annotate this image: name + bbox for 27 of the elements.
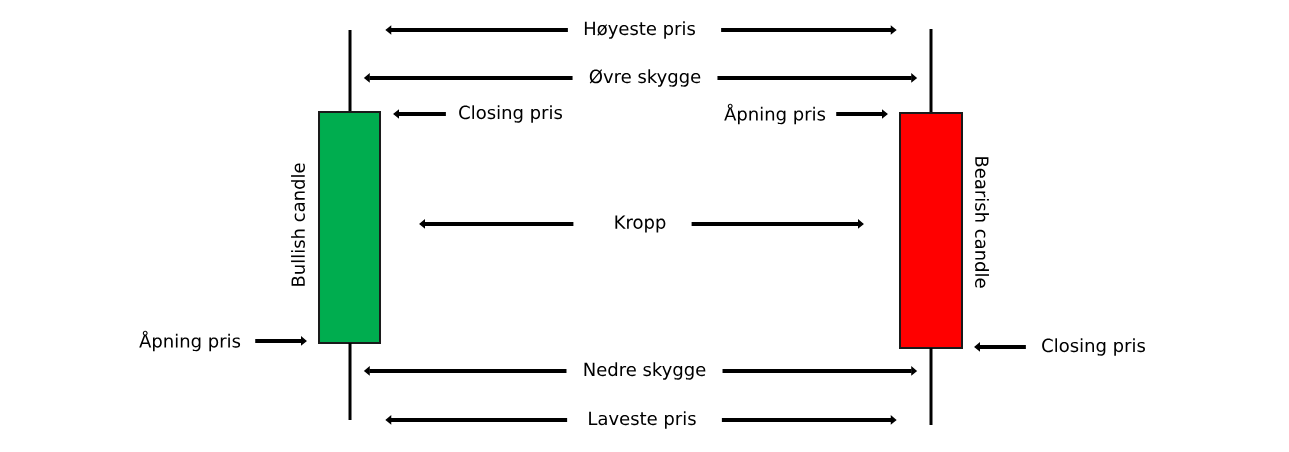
arrow [385, 25, 568, 35]
arrow [836, 109, 888, 119]
wick-line [348, 343, 352, 420]
arrow [974, 342, 1026, 352]
callout-label: Laveste pris [589, 411, 696, 429]
wick-line [929, 29, 933, 113]
callout-label: Åpning pris [139, 330, 241, 352]
arrow [255, 336, 307, 346]
arrow [393, 109, 446, 119]
arrow [385, 415, 568, 425]
candle-caption: Bearish candle [975, 157, 989, 288]
callout-label: Closing pris [459, 105, 562, 123]
callout-label: Nedre skygge [584, 362, 706, 380]
candle-body [899, 112, 963, 349]
candle-caption: Bullish candle [291, 163, 305, 286]
callout-label: Kropp [615, 215, 666, 233]
callout-label: Høyeste pris [584, 21, 695, 39]
arrow [691, 219, 864, 229]
arrow [419, 219, 574, 229]
arrow [721, 415, 897, 425]
arrow [721, 25, 897, 35]
wick-line [348, 30, 352, 112]
wick-line [929, 348, 933, 425]
callout-label: Øvre skygge [589, 69, 701, 87]
candle-body [318, 111, 381, 344]
callout-label: Closing pris [1042, 338, 1145, 356]
callout-label: Åpning pris [724, 103, 826, 125]
